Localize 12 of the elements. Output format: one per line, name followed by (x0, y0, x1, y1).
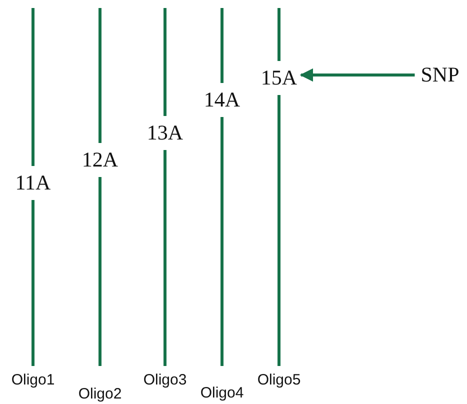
marker-label: SNP (420, 62, 460, 88)
probe-name: Oligo2 (78, 386, 122, 402)
oligo-label: 11A (15, 170, 51, 196)
oligo-label: 15A (260, 66, 298, 90)
arrow (300, 68, 415, 82)
probe-name: Oligo3 (143, 372, 187, 388)
probe-name: Oligo1 (11, 372, 55, 388)
oligo-label: 13A (146, 120, 184, 146)
oligo-label: 12A (82, 148, 118, 172)
probe-name: Oligo4 (200, 384, 244, 402)
probe-name: Oligo5 (257, 372, 301, 388)
oligo-label: 14A (204, 88, 240, 112)
